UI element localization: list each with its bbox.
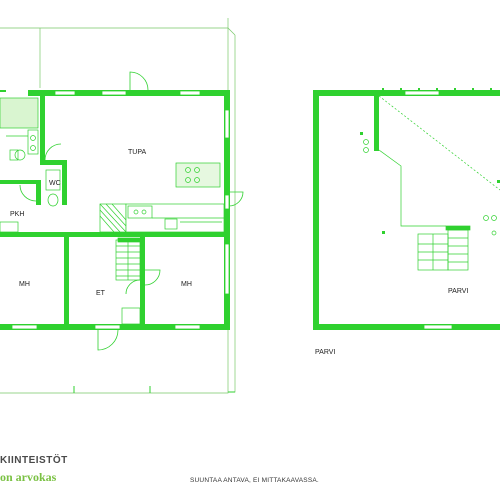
loft-details	[363, 95, 500, 271]
loft-marks	[360, 132, 500, 234]
room-label-mh-left: MH	[19, 281, 30, 288]
loft-windows	[404, 90, 453, 330]
kitchen-fixtures	[0, 162, 225, 233]
ground-floor-windows	[11, 90, 230, 330]
room-label-pkh: PKH	[10, 211, 25, 218]
loft-walls	[313, 90, 500, 330]
brand-logo-line1: KIINTEISTÖT	[0, 455, 68, 466]
room-label-et: ET	[96, 290, 105, 297]
scale-disclaimer: SUUNTAA ANTAVA, EI MITTAKAAVASSA.	[190, 477, 319, 484]
room-label-wc: WC	[49, 180, 61, 187]
bathroom-fixtures	[0, 97, 61, 207]
terrace-posts	[73, 386, 235, 393]
room-label-mh-right: MH	[181, 281, 192, 288]
ground-floor-stair	[115, 237, 143, 325]
loft-plan-title: PARVI	[315, 349, 336, 356]
loft-dots	[382, 88, 492, 90]
room-label-tupa: TUPA	[128, 149, 147, 156]
brand-logo-line2: on arvokas	[0, 470, 57, 484]
room-label-parvi: PARVI	[448, 288, 469, 295]
